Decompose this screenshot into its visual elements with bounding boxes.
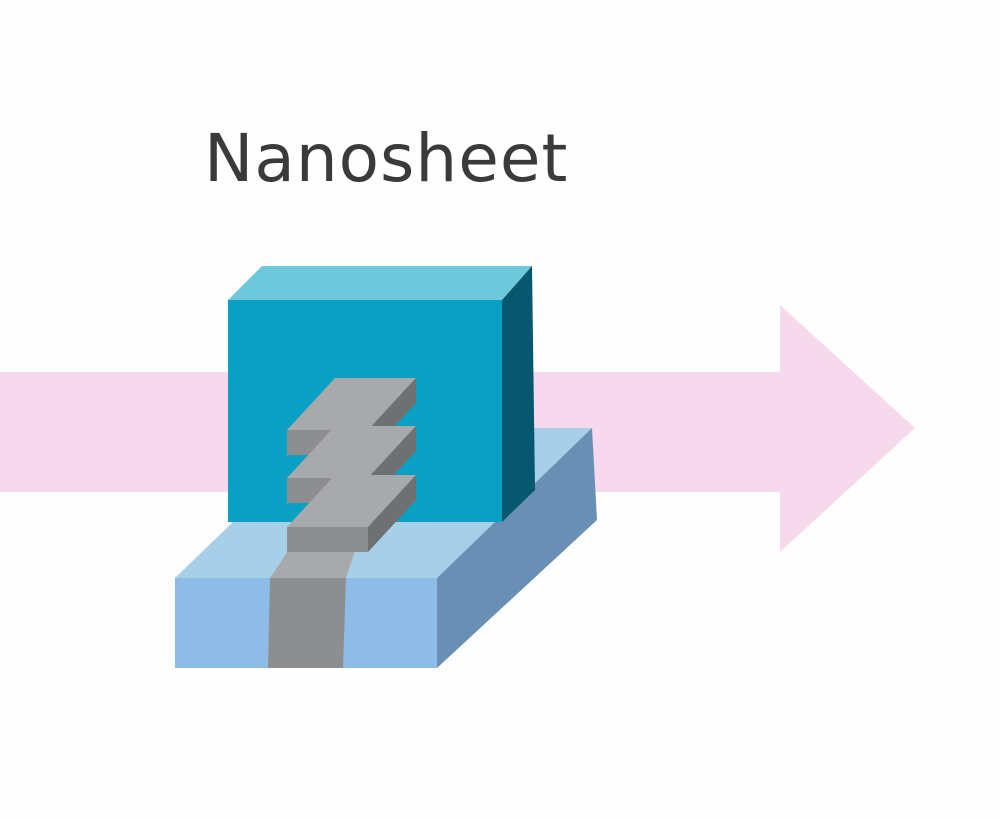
channel-strip-front xyxy=(268,578,346,668)
channel-strip xyxy=(268,548,356,668)
nanosheet-bottom xyxy=(287,475,416,552)
substrate-side-face xyxy=(437,428,597,668)
gate-side-face xyxy=(502,266,535,522)
diagram-title: Nanosheet xyxy=(204,120,569,197)
gate-top-face xyxy=(228,266,532,300)
channel-strip-top xyxy=(270,548,356,578)
nanosheet-stack xyxy=(287,378,416,552)
